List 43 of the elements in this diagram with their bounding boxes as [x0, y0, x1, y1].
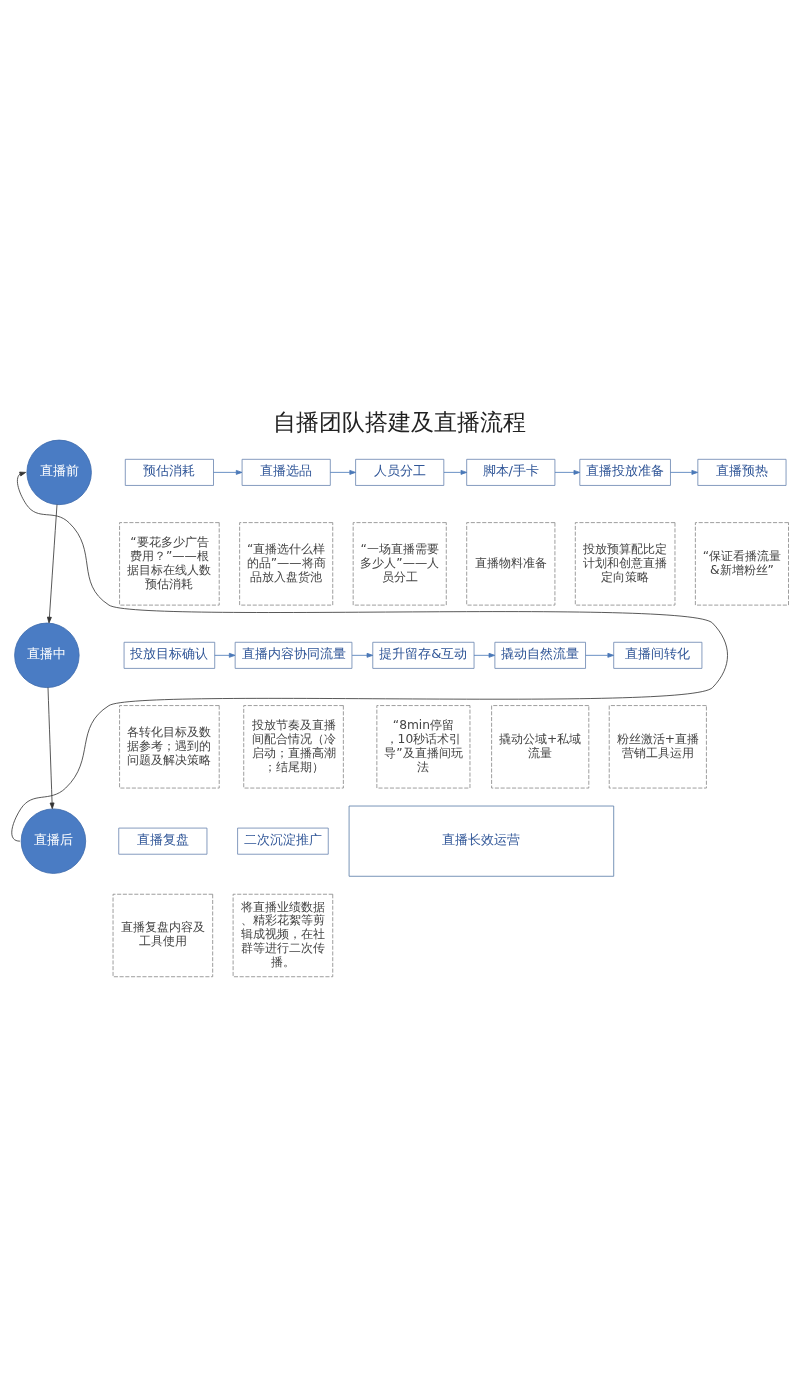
node-box: 预估消耗 — [124, 458, 214, 486]
node-box: “直播选什么样的品”——将商品放入盘货池 — [239, 522, 334, 606]
node-box: 直播复盘内容及工具使用 — [112, 893, 214, 978]
node-box: 直播投放准备 — [579, 458, 671, 486]
node-box: 脚本/手卡 — [466, 458, 556, 486]
node-box: 提升留存&互动 — [372, 641, 475, 669]
arrow — [213, 469, 243, 475]
node-box: 投放节奏及直播间配合情况（冷启动；直播高潮；结尾期） — [243, 705, 344, 789]
node-box: 直播物料准备 — [466, 522, 556, 606]
node-box: 人员分工 — [355, 458, 445, 486]
node-box: 各转化目标及数据参考；遇到的问题及解决策略 — [119, 705, 220, 789]
node-box: 撬动公域+私域流量 — [491, 705, 590, 789]
node-box: 撬动自然流量 — [494, 641, 586, 669]
node-box: “8min停留，10秒话术引导”及直播间玩法 — [376, 705, 471, 789]
diagram-title: 自播团队搭建及直播流程 — [273, 408, 527, 435]
arrow — [554, 469, 581, 475]
node-box: 将直播业绩数据、精彩花絮等剪辑成视频，在社群等进行二次传播。 — [232, 893, 334, 978]
arrow — [329, 469, 356, 475]
node-box: 直播选品 — [241, 458, 331, 486]
node-box: 投放目标确认 — [123, 641, 216, 669]
node-circle: 直播前 — [26, 439, 92, 506]
node-box: 直播复盘 — [118, 827, 208, 855]
node-box: 二次沉淀推广 — [237, 827, 329, 855]
node-box: “一场直播需要多少人”——人员分工 — [352, 522, 447, 606]
node-circle: 直播后 — [20, 808, 87, 874]
node-box: 直播间转化 — [613, 641, 703, 669]
arrow — [670, 469, 698, 475]
node-box: 直播预热 — [697, 458, 787, 486]
arrow — [585, 652, 614, 658]
node-box: 粉丝激活+直播营销工具运用 — [608, 705, 707, 789]
arrow — [214, 652, 236, 658]
arrow — [11, 471, 728, 842]
node-circle: 直播中 — [14, 622, 80, 688]
node-box: “要花多少广告费用？”——根据目标在线人数预估消耗 — [119, 522, 220, 606]
arrow — [47, 504, 58, 624]
arrow — [443, 469, 468, 475]
arrow — [47, 687, 55, 810]
node-box: 直播内容协同流量 — [234, 641, 353, 669]
node-box: “保证看播流量&新增粉丝” — [695, 522, 789, 606]
arrow — [351, 652, 374, 658]
node-box: 直播长效运营 — [348, 805, 615, 877]
node-box: 投放预算配比定计划和创意直播定向策略 — [574, 522, 676, 606]
arrow — [473, 652, 496, 658]
